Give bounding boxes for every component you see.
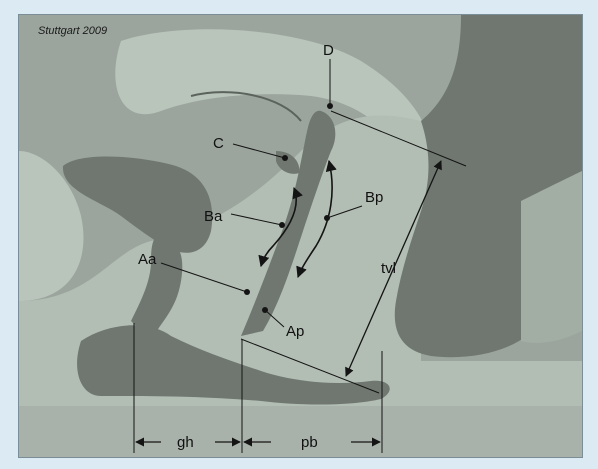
label-gh: gh bbox=[177, 434, 194, 451]
label-tvl: tvl bbox=[381, 260, 396, 277]
label-pb: pb bbox=[301, 434, 318, 451]
label-ap: Ap bbox=[286, 323, 304, 340]
label-ba: Ba bbox=[204, 208, 223, 225]
bp-point bbox=[324, 215, 330, 221]
aa-point bbox=[244, 289, 250, 295]
ba-point bbox=[279, 222, 285, 228]
d-point bbox=[327, 103, 333, 109]
credit-text: Stuttgart 2009 bbox=[38, 25, 107, 37]
c-point bbox=[282, 155, 288, 161]
pelvic-diagram: Stuttgart 2009 D C Ba Bp Aa Ap tvl gh pb bbox=[19, 15, 582, 457]
right-region bbox=[521, 171, 582, 343]
label-d: D bbox=[323, 42, 334, 59]
ap-point bbox=[262, 307, 268, 313]
label-bp: Bp bbox=[365, 189, 383, 206]
label-aa: Aa bbox=[138, 251, 157, 268]
figure-frame: Stuttgart 2009 D C Ba Bp Aa Ap tvl gh pb bbox=[18, 14, 583, 458]
label-c: C bbox=[213, 135, 224, 152]
